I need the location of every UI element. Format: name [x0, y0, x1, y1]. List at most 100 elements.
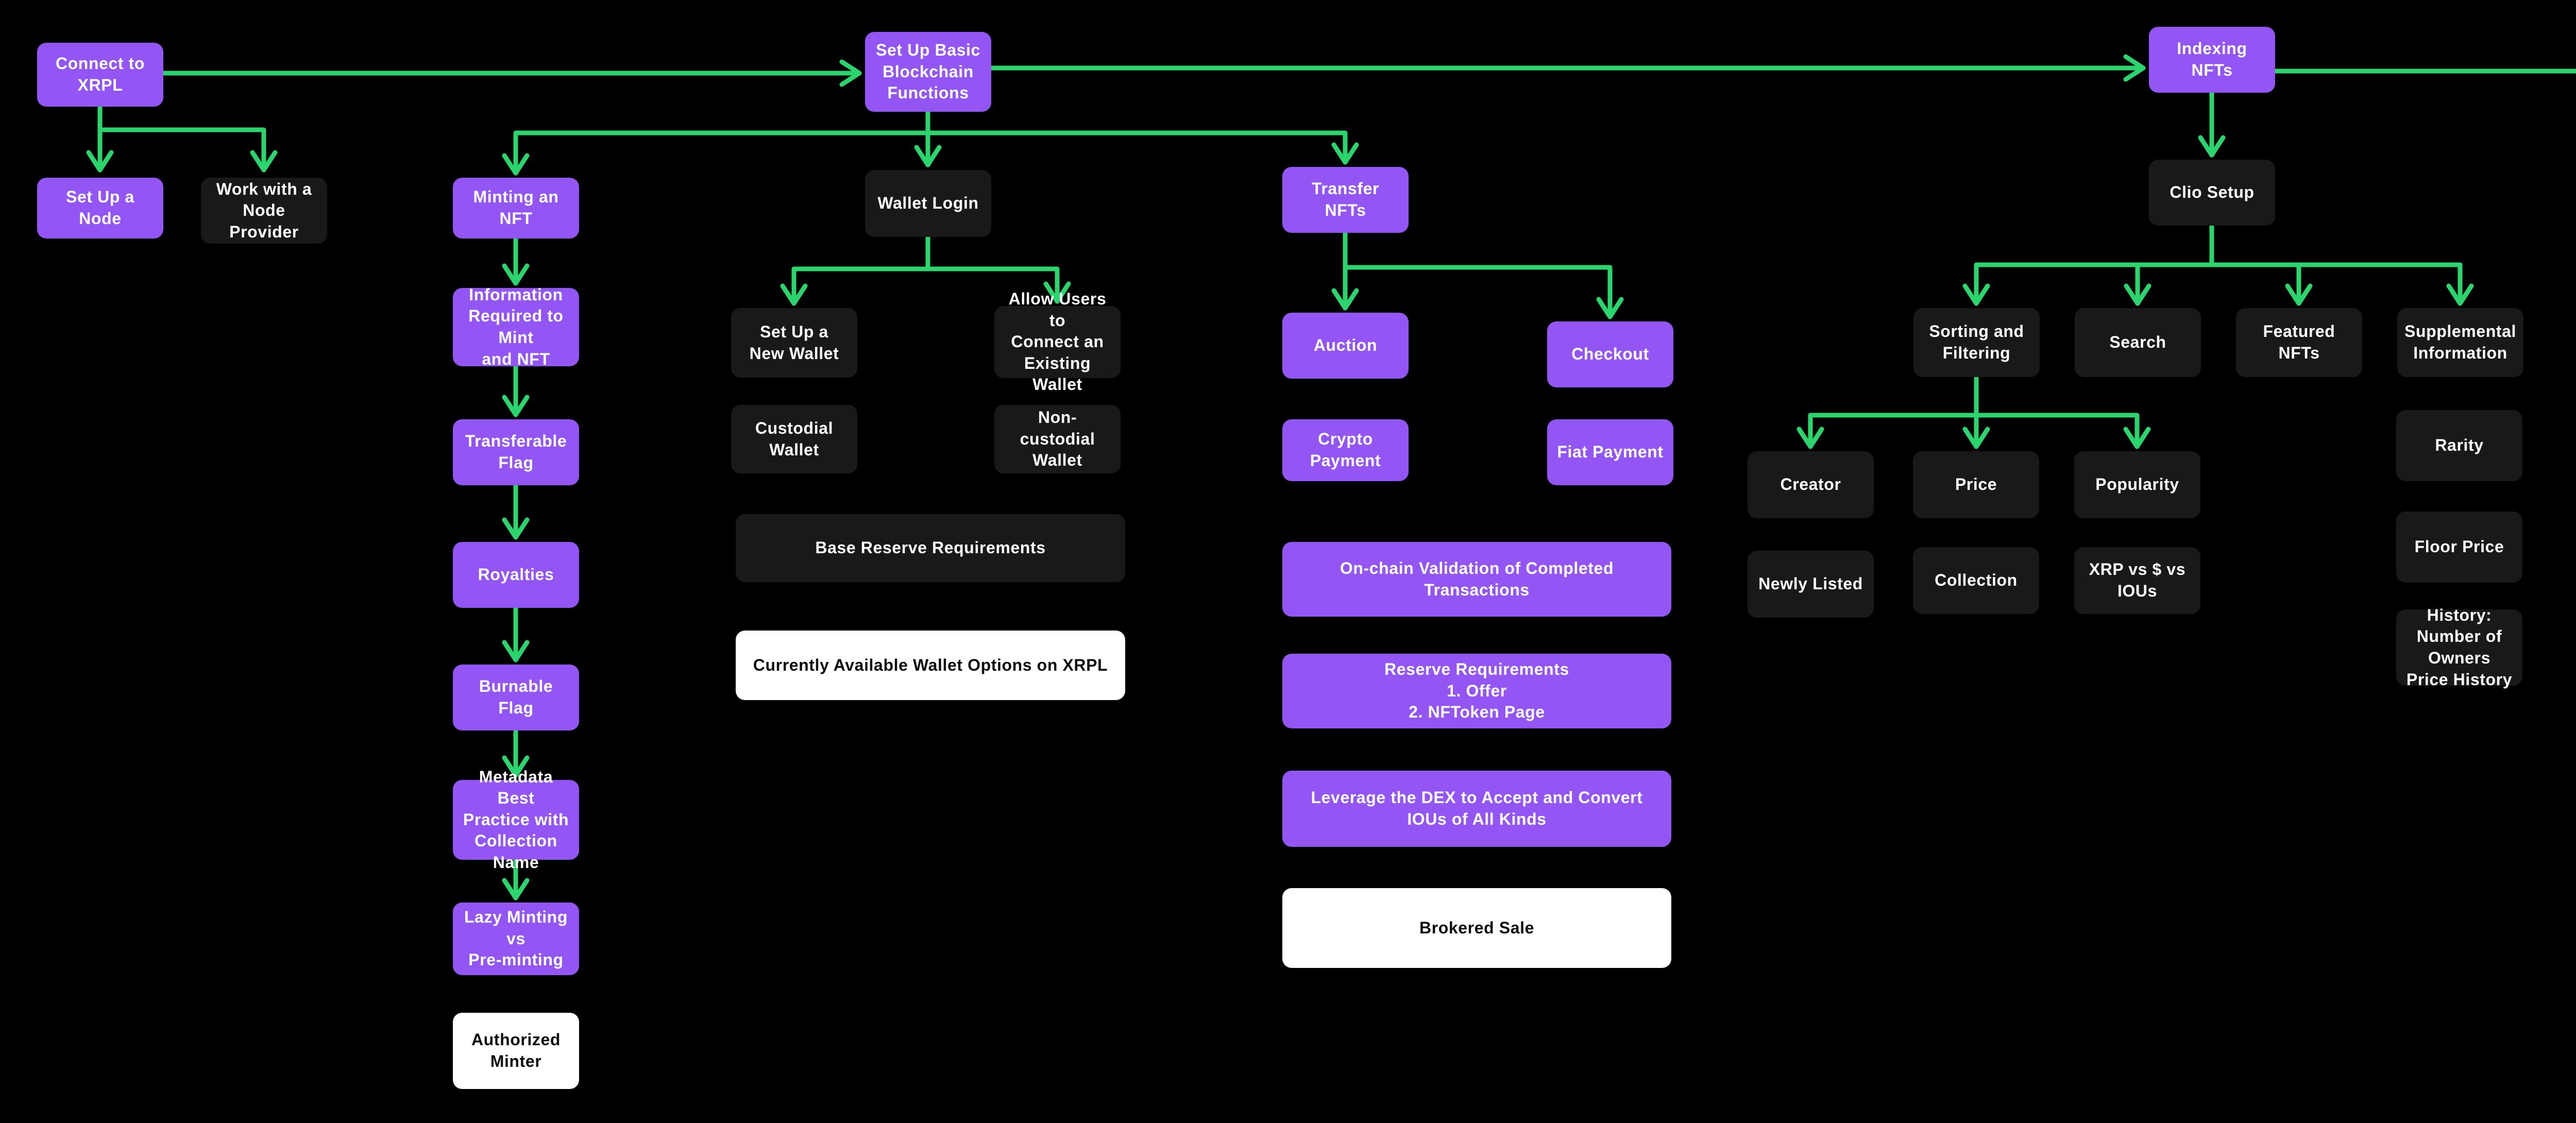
- node-supplemental-information[interactable]: Supplemental Information: [2397, 308, 2523, 377]
- node-allow-users-to-connect-existing-wallet[interactable]: Allow Users to Connect an Existing Walle…: [994, 290, 1121, 394]
- node-label: Authorized Minter: [471, 1030, 561, 1070]
- arrowhead-setupbasic-to-minting: [502, 153, 530, 176]
- arrowhead-transferable-to-royalties: [502, 517, 530, 540]
- arrowhead-minting-to-information: [502, 263, 530, 286]
- arrowhead-metadata-to-lazyminting: [502, 878, 530, 900]
- node-label: Non-custodial Wallet: [1020, 408, 1095, 470]
- arrowhead-information-to-transferable: [502, 395, 530, 417]
- node-crypto-payment[interactable]: Crypto Payment: [1282, 419, 1409, 481]
- arrowhead-royalties-to-burnable: [502, 640, 530, 662]
- node-label: Metadata Best Practice with Collection N…: [463, 767, 569, 872]
- node-label: Royalties: [478, 565, 554, 584]
- node-floor-price[interactable]: Floor Price: [2396, 512, 2522, 583]
- node-transfer-nfts[interactable]: Transfer NFTs: [1282, 167, 1409, 233]
- node-label: XRP vs $ vs IOUs: [2089, 560, 2186, 600]
- edge-clio-to-supplemental: [2209, 262, 2463, 306]
- node-price[interactable]: Price: [1913, 451, 2039, 518]
- node-work-with-a-node-provider[interactable]: Work with a Node Provider: [201, 178, 327, 244]
- arrowhead-clio-to-supplemental: [2446, 283, 2474, 306]
- node-label: Auction: [1313, 336, 1378, 355]
- node-label: Base Reserve Requirements: [815, 538, 1046, 557]
- node-label: Wallet Login: [877, 194, 979, 213]
- node-creator[interactable]: Creator: [1748, 451, 1874, 518]
- node-xrp-vs-usd-vs-ious[interactable]: XRP vs $ vs IOUs: [2074, 547, 2200, 614]
- node-label: On-chain Validation of Completed Transac…: [1340, 558, 1614, 599]
- arrowhead-setupbasic-to-walletlogin: [914, 145, 942, 167]
- arrowhead-sorting-to-price: [1962, 427, 1990, 449]
- arrowhead-indexing-to-clio: [2198, 135, 2226, 158]
- arrowhead-clio-to-featured: [2285, 283, 2313, 306]
- arrowhead-setupbasic-to-transfer: [1331, 142, 1359, 165]
- node-non-custodial-wallet[interactable]: Non-custodial Wallet: [994, 405, 1121, 473]
- node-sorting-and-filtering[interactable]: Sorting and Filtering: [1913, 308, 2040, 377]
- edge-walletlogin-to-newwallet: [791, 266, 930, 306]
- node-label: Brokered Sale: [1419, 918, 1535, 937]
- node-label: Indexing NFTs: [2177, 39, 2247, 79]
- node-set-up-a-new-wallet[interactable]: Set Up a New Wallet: [731, 308, 857, 378]
- edge-sorting-to-creator: [1808, 413, 1979, 449]
- node-authorized-minter[interactable]: Authorized Minter: [453, 1013, 579, 1089]
- node-rarity[interactable]: Rarity: [2396, 410, 2522, 481]
- arrowhead-clio-to-sorting: [1962, 283, 1990, 306]
- node-label: History: Number of Owners Price History: [2406, 605, 2513, 689]
- node-featured-nfts[interactable]: Featured NFTs: [2236, 308, 2362, 377]
- arrowhead-transfer-to-checkout: [1596, 297, 1624, 319]
- arrowhead-connect-to-setupbasic: [839, 59, 862, 87]
- node-label: Transfer NFTs: [1311, 179, 1380, 219]
- node-clio-setup[interactable]: Clio Setup: [2149, 160, 2275, 226]
- node-set-up-basic-blockchain-functions[interactable]: Set Up Basic Blockchain Functions: [865, 32, 991, 112]
- node-label: Supplemental Information: [2404, 322, 2517, 362]
- node-label: Fiat Payment: [1557, 443, 1664, 462]
- node-label: Minting an NFT: [473, 188, 559, 228]
- edge-sorting-to-popularity: [1974, 413, 2140, 449]
- arrowhead-walletlogin-to-allowusers: [1043, 281, 1071, 304]
- node-minting-an-nft[interactable]: Minting an NFT: [453, 178, 579, 239]
- node-label: Transferable Flag: [465, 432, 567, 472]
- node-royalties[interactable]: Royalties: [453, 542, 579, 608]
- node-base-reserve-requirements[interactable]: Base Reserve Requirements: [736, 514, 1125, 582]
- node-label: Connect to XRPL: [55, 54, 145, 94]
- edge-setupbasic-to-minting: [513, 130, 930, 176]
- node-label: Work with a Node Provider: [216, 179, 312, 241]
- node-transferable-flag[interactable]: Transferable Flag: [453, 419, 579, 485]
- node-popularity[interactable]: Popularity: [2074, 451, 2200, 518]
- node-label: Set Up a Node: [66, 188, 134, 228]
- node-history[interactable]: History: Number of Owners Price History: [2396, 606, 2522, 689]
- node-fiat-payment[interactable]: Fiat Payment: [1547, 419, 1673, 485]
- arrowhead-sorting-to-creator: [1797, 427, 1824, 449]
- edge-walletlogin-to-allowusers: [925, 266, 1060, 304]
- node-lazy-minting-vs-pre-minting[interactable]: Lazy Minting vs Pre-minting: [453, 903, 579, 975]
- node-checkout[interactable]: Checkout: [1547, 321, 1673, 387]
- arrowhead-connect-to-nodeprovider: [250, 150, 278, 173]
- node-newly-listed[interactable]: Newly Listed: [1748, 551, 1874, 618]
- node-wallet-login[interactable]: Wallet Login: [865, 170, 991, 237]
- edge-transfer-to-checkout: [1343, 265, 1613, 319]
- node-leverage-the-dex[interactable]: Leverage the DEX to Accept and Convert I…: [1282, 771, 1671, 847]
- node-label: Crypto Payment: [1310, 430, 1381, 470]
- node-burnable-flag[interactable]: Burnable Flag: [453, 665, 579, 730]
- edge-connect-to-nodeprovider: [97, 127, 266, 173]
- node-metadata-best-practice[interactable]: Metadata Best Practice with Collection N…: [453, 768, 579, 872]
- node-auction[interactable]: Auction: [1282, 313, 1409, 379]
- node-indexing-nfts[interactable]: Indexing NFTs: [2149, 27, 2275, 93]
- node-reserve-requirements[interactable]: Reserve Requirements 1. Offer 2. NFToken…: [1282, 654, 1671, 728]
- node-label: Set Up a New Wallet: [749, 322, 839, 363]
- node-search[interactable]: Search: [2075, 308, 2201, 377]
- node-custodial-wallet[interactable]: Custodial Wallet: [731, 405, 857, 473]
- node-on-chain-validation[interactable]: On-chain Validation of Completed Transac…: [1282, 542, 1671, 617]
- arrowhead-connect-to-setupnode: [86, 150, 114, 173]
- node-label: Newly Listed: [1758, 574, 1863, 593]
- node-currently-available-wallet-options[interactable]: Currently Available Wallet Options on XR…: [736, 631, 1125, 700]
- node-label: Reserve Requirements 1. Offer 2. NFToken…: [1384, 660, 1569, 722]
- node-label: Information Required to Mint and NFT: [468, 285, 564, 368]
- node-connect-to-xrpl[interactable]: Connect to XRPL: [37, 43, 163, 107]
- node-label: Popularity: [2095, 475, 2179, 494]
- node-label: Lazy Minting vs Pre-minting: [464, 908, 568, 969]
- node-set-up-a-node[interactable]: Set Up a Node: [37, 178, 163, 239]
- node-label: Allow Users to Connect an Existing Walle…: [1008, 290, 1107, 394]
- node-label: Custodial Wallet: [755, 418, 834, 459]
- node-collection[interactable]: Collection: [1913, 547, 2039, 614]
- node-brokered-sale[interactable]: Brokered Sale: [1282, 888, 1671, 968]
- node-information-required-to-mint[interactable]: Information Required to Mint and NFT: [453, 285, 579, 368]
